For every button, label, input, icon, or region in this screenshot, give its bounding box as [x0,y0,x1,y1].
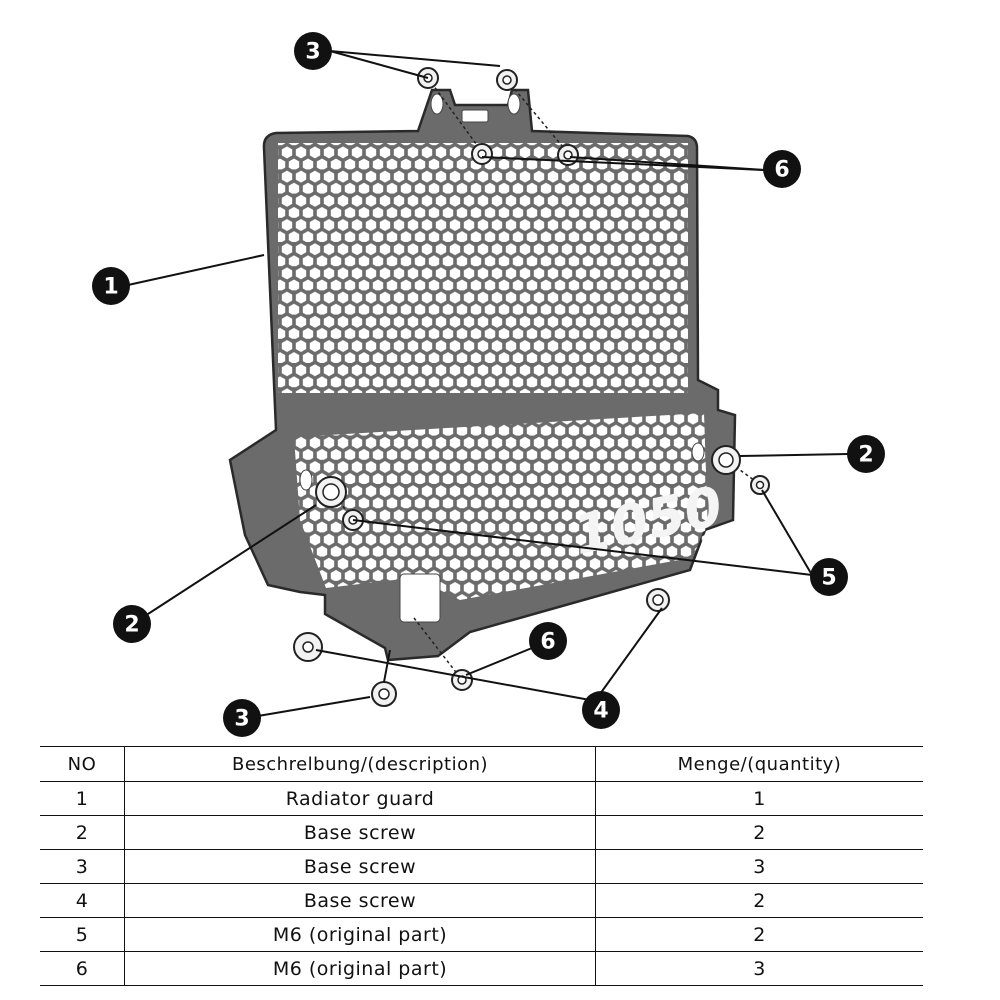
table-row: 6 M6 (original part) 3 [40,951,923,986]
radiator-guard: 1050 [228,88,737,662]
cell-description: Radiator guard [124,781,596,816]
washer-bottom-left [293,632,323,662]
header-no: NO [40,746,125,782]
svg-text:6: 6 [540,630,555,655]
washer-bottom-right [646,588,670,612]
table-row: 3 Base screw 3 [40,849,923,884]
cell-no: 4 [40,883,125,918]
table-row: 2 Base screw 2 [40,815,923,850]
cell-description: Base screw [124,883,596,918]
cell-description: Base screw [124,815,596,850]
callout-5: 5 [810,558,848,596]
washer-bottom [371,681,397,707]
exploded-diagram: 1050 [92,32,885,737]
header-quantity: Menge/(quantity) [595,746,923,782]
callout-3-bottom: 3 [223,699,261,737]
callout-1: 1 [92,267,130,305]
callout-2-left: 2 [113,605,151,643]
cell-no: 5 [40,917,125,952]
cell-quantity: 2 [595,815,923,850]
cell-description: Base screw [124,849,596,884]
cell-quantity: 2 [595,883,923,918]
callout-2-right: 2 [847,435,885,473]
svg-text:6: 6 [774,158,789,183]
washer-top-right [496,69,518,91]
svg-text:3: 3 [234,707,249,732]
callout-3-top: 3 [294,32,332,70]
cell-quantity: 3 [595,951,923,986]
table-header-row: NO Beschrelbung/(description) Menge/(qua… [40,746,923,782]
base-washer-right [711,445,741,475]
cell-quantity: 1 [595,781,923,816]
svg-text:3: 3 [305,40,320,65]
table-row: 4 Base screw 2 [40,883,923,918]
callout-4: 4 [582,691,620,729]
base-washer-left [315,476,347,508]
callout-6-top: 6 [763,150,801,188]
table-row: 1 Radiator guard 1 [40,781,923,816]
cell-quantity: 3 [595,849,923,884]
table-row: 5 M6 (original part) 2 [40,917,923,952]
screw-top-left [471,143,493,165]
parts-table: NO Beschrelbung/(description) Menge/(qua… [40,746,923,986]
hardware [293,67,770,707]
cell-description: M6 (original part) [124,951,596,986]
cell-no: 6 [40,951,125,986]
cell-description: M6 (original part) [124,917,596,952]
svg-text:4: 4 [593,699,608,724]
svg-text:5: 5 [821,566,836,591]
svg-text:2: 2 [858,443,873,468]
svg-text:2: 2 [124,613,139,638]
cell-no: 3 [40,849,125,884]
cell-quantity: 2 [595,917,923,952]
svg-text:1: 1 [103,275,118,300]
cell-no: 1 [40,781,125,816]
screw-right [750,475,770,495]
leader-lines [127,50,849,717]
cell-no: 2 [40,815,125,850]
header-description: Beschrelbung/(description) [124,746,596,782]
callout-6-bottom: 6 [529,622,567,660]
